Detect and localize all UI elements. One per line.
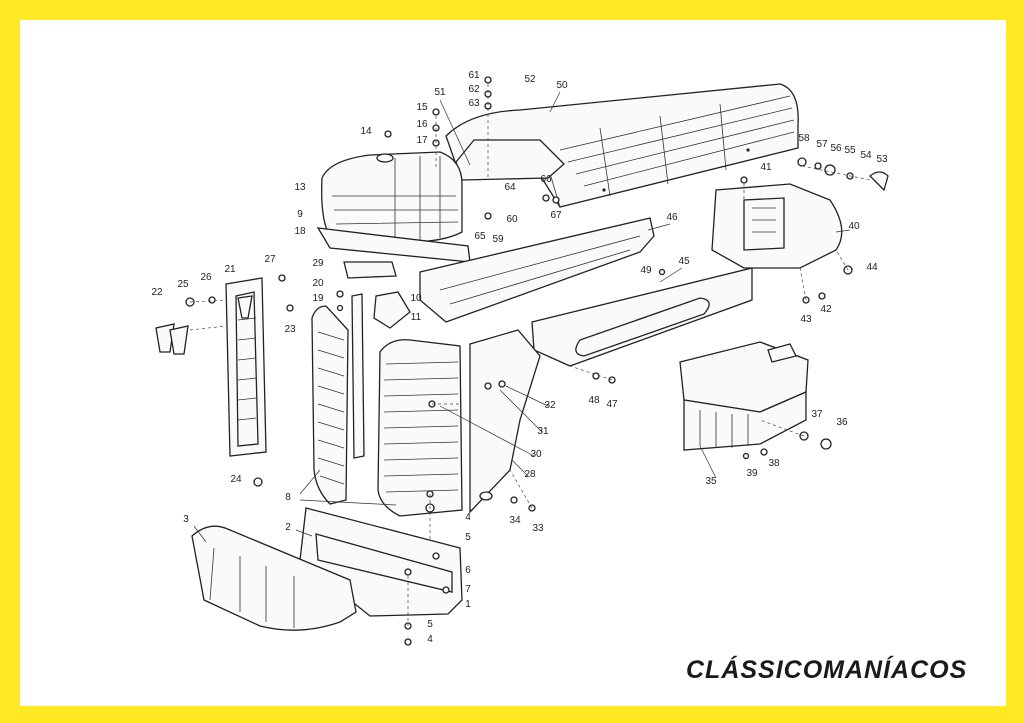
callout-13: 13 [294,182,306,193]
callout-5: 5 [427,619,433,630]
callout-25: 25 [177,279,189,290]
callout-43: 43 [800,314,812,325]
callout-55: 55 [844,145,856,156]
callout-58: 58 [798,133,810,144]
part-cowl [321,151,463,243]
callout-21: 21 [224,264,236,275]
assembly-guide-lines [189,84,871,626]
part-lower-side-panel [531,267,753,367]
callout-18: 18 [294,226,306,237]
part-number-callouts: 6162635250511516171413918272126252229201… [151,70,888,645]
callout-42: 42 [820,304,832,315]
callout-14: 14 [360,126,372,137]
callout-17: 17 [416,135,428,146]
callout-47: 47 [606,399,618,410]
callout-31: 31 [537,426,549,437]
callout-36: 36 [836,417,848,428]
callout-27: 27 [264,254,276,265]
callout-2: 2 [285,522,291,533]
callout-44: 44 [866,262,878,273]
part-bumper [191,525,357,631]
callout-19: 19 [312,293,324,304]
callout-48: 48 [588,395,600,406]
callout-60: 60 [506,214,518,225]
callout-67: 67 [550,210,562,221]
callout-54: 54 [860,150,872,161]
callout-23: 23 [284,324,296,335]
callout-5: 5 [465,532,471,543]
callout-50: 50 [556,80,568,91]
callout-52: 52 [524,74,536,85]
callout-16: 16 [416,119,428,130]
callout-3: 3 [183,514,189,525]
callout-8: 8 [285,492,291,503]
callout-leader-lines [193,91,851,543]
callout-56: 56 [830,143,842,154]
callout-7: 7 [465,584,471,595]
callout-4: 4 [427,634,433,645]
hardware-fasteners [185,76,889,646]
callout-33: 33 [532,523,544,534]
part-vertical-strip [351,293,365,459]
callout-62: 62 [468,84,480,95]
callout-22: 22 [151,287,163,298]
part-right-louver-grille [377,339,463,517]
callout-30: 30 [530,449,542,460]
part-bracket-18 [343,261,397,279]
part-guard-box [679,341,809,451]
callout-28: 28 [524,469,536,480]
callout-65: 65 [474,231,486,242]
callout-61: 61 [468,70,480,81]
callout-39: 39 [746,468,758,479]
part-side-plate [469,329,541,514]
callout-46: 46 [666,212,678,223]
callout-34: 34 [509,515,521,526]
part-emblem [155,323,189,355]
callout-59: 59 [492,234,504,245]
callout-49: 49 [640,265,652,276]
callout-20: 20 [312,278,324,289]
brand-watermark: CLÁSSICOMANÍACOS [686,656,968,684]
part-front-grille [225,277,267,457]
callout-53: 53 [876,154,888,165]
callout-24: 24 [230,474,242,485]
callout-51: 51 [434,87,446,98]
callout-29: 29 [312,258,324,269]
part-radiator-shell [711,183,843,269]
callout-37: 37 [811,409,823,420]
callout-35: 35 [705,476,717,487]
callout-4: 4 [465,512,471,523]
callout-10: 10 [410,293,422,304]
callout-1: 1 [465,599,471,610]
part-left-louver-grille [311,305,349,505]
callout-26: 26 [200,272,212,283]
callout-66: 66 [540,174,552,185]
callout-15: 15 [416,102,428,113]
callout-64: 64 [504,182,516,193]
callout-6: 6 [465,565,471,576]
callout-63: 63 [468,98,480,109]
callout-11: 11 [411,312,422,323]
callout-41: 41 [760,162,772,173]
callout-45: 45 [678,256,690,267]
part-upper-side-panel [419,217,655,323]
callout-40: 40 [848,221,860,232]
callout-57: 57 [816,139,828,150]
callout-38: 38 [768,458,780,469]
callout-9: 9 [297,209,303,220]
part-small-bracket-11 [373,291,411,329]
callout-32: 32 [544,400,556,411]
